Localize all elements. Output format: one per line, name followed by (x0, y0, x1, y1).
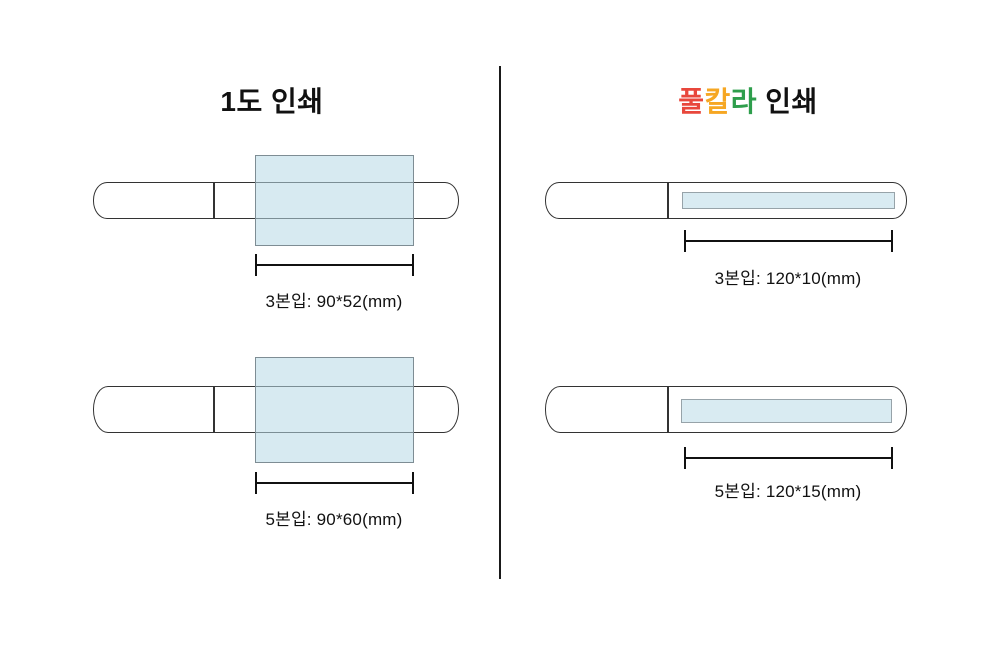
dimension-tick (255, 254, 257, 276)
title-part: 인쇄 (756, 86, 818, 117)
title-part: 라 (730, 86, 757, 117)
pen-cap-seam (213, 387, 215, 432)
print-area (681, 399, 892, 423)
title-part: 칼 (704, 86, 731, 117)
dimension-tick (684, 447, 686, 469)
dimension-label: 5본입: 120*15(mm) (714, 482, 862, 501)
pen-cap-seam (667, 387, 669, 432)
print-area (682, 192, 895, 209)
dimension-tick (891, 447, 893, 469)
dimension-label: 3본입: 120*10(mm) (714, 269, 862, 288)
title-part: 풀 (678, 86, 705, 117)
pen-cap-seam (213, 183, 215, 218)
pen-cap-seam (667, 183, 669, 218)
dimension-tick (255, 472, 257, 494)
section-title-full-color: 풀칼라 인쇄 (628, 80, 868, 120)
dimension-label: 5본입: 90*60(mm) (265, 510, 403, 529)
section-title-one-color: 1도 인쇄 (220, 86, 324, 117)
dimension-line (684, 447, 893, 469)
dimension-line (255, 254, 414, 276)
dimension-tick (891, 230, 893, 252)
section-divider (499, 66, 501, 579)
dimension-line (684, 230, 893, 252)
dimension-line (255, 472, 414, 494)
dimension-tick (412, 254, 414, 276)
dimension-tick (412, 472, 414, 494)
print-area (255, 357, 414, 463)
print-area (255, 155, 414, 246)
dimension-tick (684, 230, 686, 252)
dimension-label: 3본입: 90*52(mm) (265, 292, 403, 311)
